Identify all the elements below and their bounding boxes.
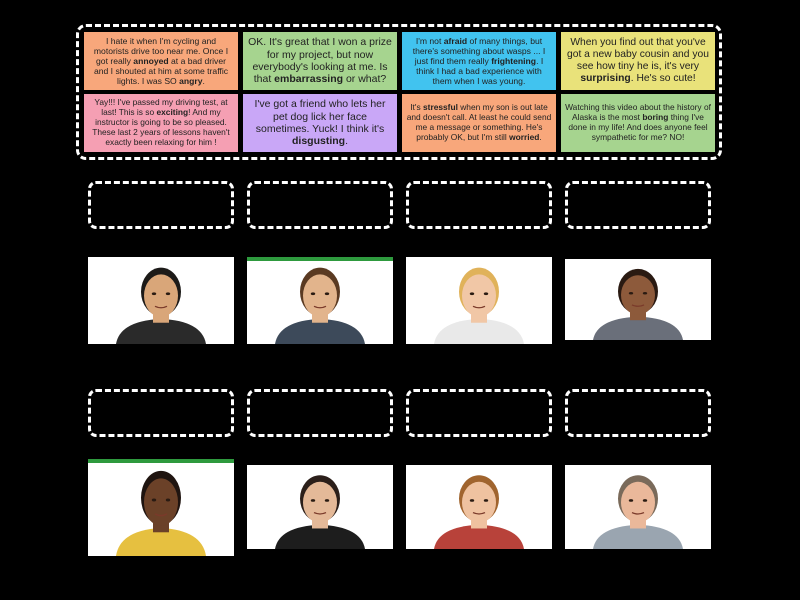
card-annoyed-angry[interactable]: I hate it when I'm cycling and motorists…	[84, 32, 238, 90]
drop-zone-3[interactable]	[406, 181, 552, 229]
green-border-line	[247, 257, 393, 261]
laughing-woman-photo	[88, 459, 234, 556]
drop-zone-4[interactable]	[565, 181, 711, 229]
card-text: Yay!!! I've passed my driving test, at l…	[92, 97, 230, 147]
portrait-image	[88, 459, 234, 556]
card-text: I've got a friend who lets her pet dog l…	[254, 98, 386, 148]
frightened-woman-photo	[565, 259, 711, 340]
portrait-image	[565, 259, 711, 340]
green-border-line	[88, 459, 234, 463]
card-text: Watching this video about the history of…	[565, 102, 711, 142]
card-exciting[interactable]: Yay!!! I've passed my driving test, at l…	[84, 94, 238, 152]
drop-zone-1[interactable]	[88, 181, 234, 229]
drop-zone-7[interactable]	[406, 389, 552, 437]
portrait-image	[247, 465, 393, 549]
card-stressful-worried[interactable]: It's stressful when my son is out late a…	[402, 94, 556, 152]
embarrassed-man-phone-photo	[247, 257, 393, 344]
portrait-image	[406, 257, 552, 344]
card-afraid-frightening[interactable]: I'm not afraid of many things, but there…	[402, 32, 556, 90]
portrait-image	[88, 257, 234, 344]
card-surprising[interactable]: When you find out that you've got a new …	[561, 32, 715, 90]
card-embarrassing[interactable]: OK. It's great that I won a prize for my…	[243, 32, 397, 90]
card-text: OK. It's great that I won a prize for my…	[248, 36, 392, 86]
excited-man-keys-photo	[406, 465, 552, 549]
card-bank	[76, 24, 722, 160]
disgusted-man-photo	[88, 257, 234, 344]
card-text: I'm not afraid of many things, but there…	[412, 35, 546, 87]
card-disgusting[interactable]: I've got a friend who lets her pet dog l…	[243, 94, 397, 152]
angry-woman-photo	[247, 465, 393, 549]
bored-girl-photo	[406, 257, 552, 344]
drop-zone-6[interactable]	[247, 389, 393, 437]
card-text: It's stressful when my son is out late a…	[406, 102, 552, 142]
drop-zone-5[interactable]	[88, 389, 234, 437]
drop-zone-2[interactable]	[247, 181, 393, 229]
card-text: When you find out that you've got a new …	[567, 36, 709, 85]
card-text: I hate it when I'm cycling and motorists…	[93, 35, 229, 87]
worried-man-photo	[565, 465, 711, 549]
portrait-image	[406, 465, 552, 549]
portrait-image	[565, 465, 711, 549]
drop-zone-8[interactable]	[565, 389, 711, 437]
card-boring[interactable]: Watching this video about the history of…	[561, 94, 715, 152]
portrait-image	[247, 257, 393, 344]
